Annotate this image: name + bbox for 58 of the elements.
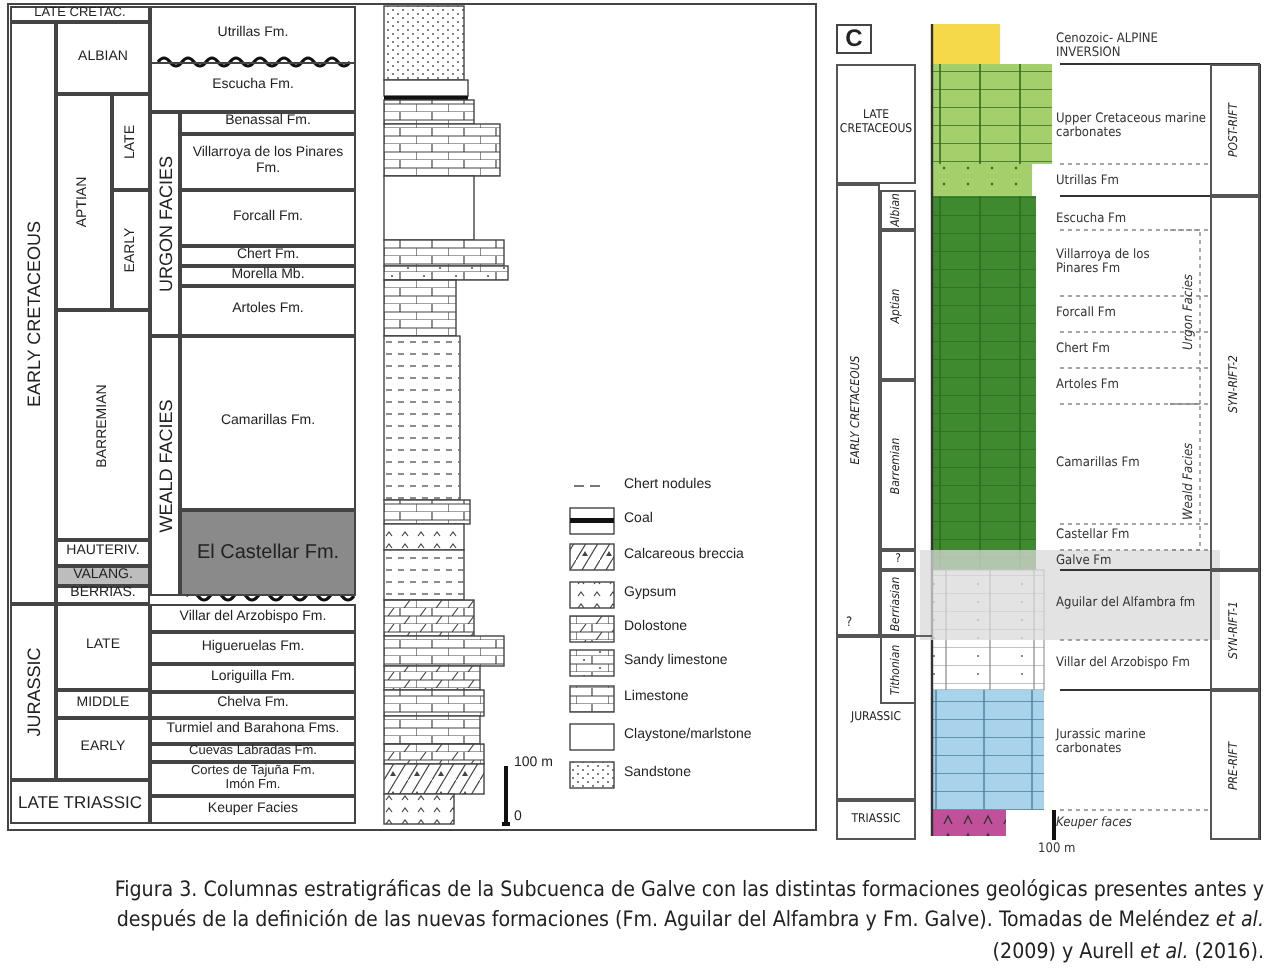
formation-cell xyxy=(180,190,356,246)
period-cell xyxy=(836,64,916,184)
rift-stage-cell xyxy=(1210,64,1260,196)
period-label: JURASSIC xyxy=(22,647,44,737)
formation-cell xyxy=(180,246,356,266)
period-cell xyxy=(10,22,56,604)
period-label: LATE TRIASSIC xyxy=(17,793,143,811)
panel-letter xyxy=(836,24,872,54)
stage-cell xyxy=(56,22,150,94)
panel-label: C xyxy=(845,25,863,53)
rift-stage-cell xyxy=(1210,196,1260,570)
stage-cell xyxy=(880,570,916,636)
formation-cell xyxy=(150,62,356,112)
formation-cell xyxy=(150,744,356,762)
stage-cell xyxy=(56,566,150,586)
stage-cell xyxy=(56,586,150,604)
period-cell xyxy=(10,780,150,824)
formation-cell xyxy=(150,632,356,664)
stage-cell xyxy=(56,94,112,310)
formation-cell xyxy=(150,6,356,62)
stage-cell xyxy=(880,190,916,230)
stage-cell xyxy=(880,636,916,704)
stage-cell xyxy=(880,380,916,550)
stage-cell xyxy=(880,550,916,570)
facies-cell xyxy=(150,112,180,336)
period-cell xyxy=(836,184,880,636)
rift-stage-cell xyxy=(1210,690,1260,840)
formation-cell xyxy=(150,718,356,744)
formation-cell xyxy=(180,134,356,190)
period-cell xyxy=(836,636,916,800)
period-cell xyxy=(836,800,916,840)
stage-cell xyxy=(880,230,916,380)
figure-caption: Figura 3. Columnas estratigráficas de la Subcuenca de Galve con las distintas formaciones geológicas presentes antes y después de la definición de las nuevas formaciones (Fm. Aguilar del Alfambra y Fm. Galve). Tomadas de Meléndez et al. (2009) y Aurell et al. (2016). xyxy=(112,876,1264,968)
formation-cell xyxy=(180,336,356,510)
facies-label: WEALD FACIES xyxy=(154,399,176,533)
rift-stage-cell xyxy=(1210,570,1260,690)
epoch-cell xyxy=(56,690,150,718)
facies-label: URGON FACIES xyxy=(154,156,176,292)
formation-cell xyxy=(150,604,356,632)
formation-cell xyxy=(150,664,356,692)
formation-cell xyxy=(150,762,356,796)
period-cell xyxy=(10,604,56,780)
substage-cell xyxy=(112,190,150,310)
formation-cell xyxy=(180,510,356,596)
stage-cell xyxy=(56,310,150,540)
period-cell xyxy=(10,6,150,22)
formation-cell xyxy=(150,692,356,718)
formation-cell xyxy=(180,112,356,134)
formation-cell xyxy=(180,286,356,336)
epoch-cell xyxy=(56,718,150,780)
period-label: EARLY CRETACEOUS xyxy=(22,219,44,407)
epoch-cell xyxy=(56,604,150,690)
stage-cell xyxy=(56,540,150,566)
formation-label: El Castellar Fm. xyxy=(196,541,340,565)
formation-cell xyxy=(180,266,356,286)
formation-cell xyxy=(150,796,356,824)
substage-cell xyxy=(112,94,150,190)
facies-cell xyxy=(150,336,180,596)
